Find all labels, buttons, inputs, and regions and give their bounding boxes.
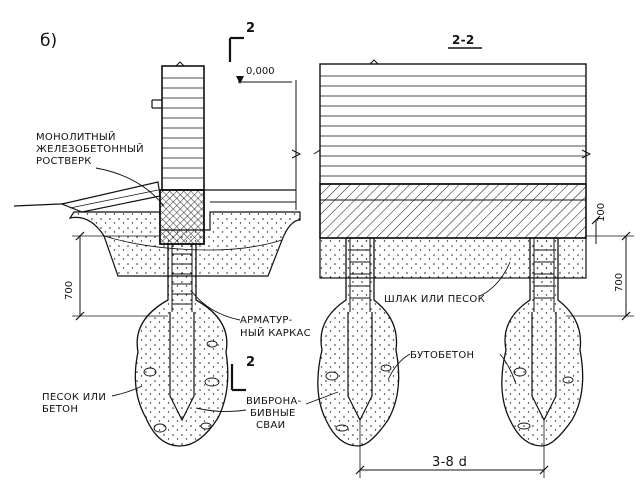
section-cut-mark-bottom: 2: [230, 355, 255, 392]
right-pile-2: [501, 237, 584, 447]
level-zero-label: 0,000: [246, 66, 275, 77]
right-depth-label: 700: [614, 273, 625, 292]
pile-spacing-label: 3-8 d: [432, 455, 467, 470]
right-rebar-cages: [349, 238, 555, 312]
grillage-label-3: РОСТВЕРК: [36, 156, 92, 167]
vibro-label-2: БИВНЫЕ: [250, 408, 296, 419]
grillage-label-1: МОНОЛИТНЫЙ: [36, 130, 116, 143]
blind-area: [59, 181, 161, 213]
section-mark-top-number: 2: [246, 21, 255, 36]
left-wall: [151, 61, 205, 191]
left-pile: [134, 243, 229, 447]
right-dimension: 700 100: [566, 203, 634, 321]
left-rebar-cage: [171, 244, 193, 312]
level-mark-icon: [236, 76, 244, 84]
panel-letter: б): [40, 31, 57, 51]
left-pile-tip: [169, 312, 195, 422]
left-dimension: 700: [64, 231, 168, 321]
left-depth-label: 700: [64, 281, 75, 300]
right-grillage: [319, 183, 587, 239]
rebar-label-1: АРМАТУР-: [240, 315, 293, 326]
right-small-label: 100: [596, 203, 607, 222]
section-cut-mark-top: 2: [228, 21, 255, 62]
section-mark-bottom-number: 2: [246, 355, 255, 370]
vibro-label-1: ВИБРОНА-: [246, 396, 302, 407]
right-cross-section: 700 100 3-8 d ШЛАК ИЛИ ПЕСОК БУТОБЕТОН: [313, 59, 634, 478]
section-title: 2-2: [452, 33, 475, 47]
sand-concrete-label-1: ПЕСОК ИЛИ: [42, 392, 106, 403]
left-grillage: [159, 189, 205, 245]
slag-sand-leader: [479, 261, 511, 297]
rubble-concrete-label: БУТОБЕТОН: [410, 350, 474, 361]
rubble-leader-right: [499, 353, 517, 385]
rebar-label-2: НЫЙ КАРКАС: [240, 326, 311, 339]
vibro-label-3: СВАИ: [256, 420, 285, 431]
pile-spacing-dimension: 3-8 d: [355, 420, 549, 478]
slag-sand-label: ШЛАК ИЛИ ПЕСОК: [384, 294, 485, 305]
grillage-label-2: ЖЕЛЕЗОБЕТОННЫЙ: [36, 142, 144, 155]
vibro-leader-left: [195, 407, 247, 413]
left-cross-section: 0,000 2: [13, 21, 339, 447]
sand-concrete-leader: [111, 385, 143, 397]
grillage-leader: [95, 167, 165, 207]
right-pile-1: [317, 237, 400, 447]
rubble-leader-left: [387, 353, 411, 381]
right-wall: [313, 59, 592, 185]
sand-concrete-label-2: БЕТОН: [42, 404, 78, 415]
rebar-leader: [191, 291, 241, 321]
